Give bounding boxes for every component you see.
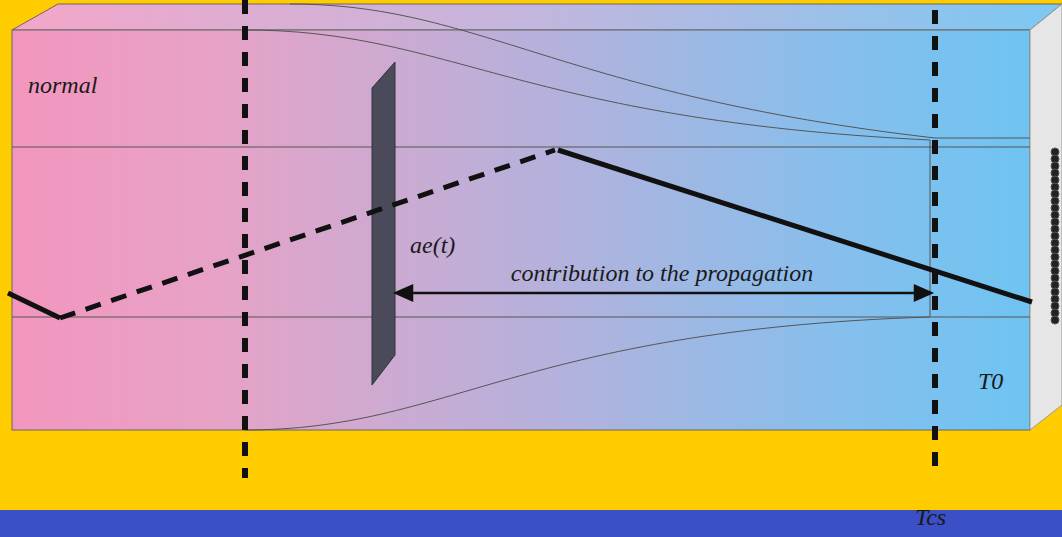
temperature-label: Tcs (915, 504, 946, 530)
temperature-label: T0 (978, 368, 1003, 394)
propagation-arrow (396, 286, 931, 300)
arrow-label: contribution to the propagation (511, 260, 813, 286)
bottom-bar (0, 510, 1062, 537)
end-face (1030, 4, 1062, 430)
top-face (12, 4, 1062, 30)
temperature-profile (8, 150, 1032, 318)
region-label: normal (28, 72, 97, 98)
variable-label: ae(t) (410, 232, 455, 258)
coil (1051, 148, 1059, 324)
flux-boundaries (12, 4, 1030, 430)
front-plane (372, 62, 395, 385)
front-face (12, 30, 1030, 430)
